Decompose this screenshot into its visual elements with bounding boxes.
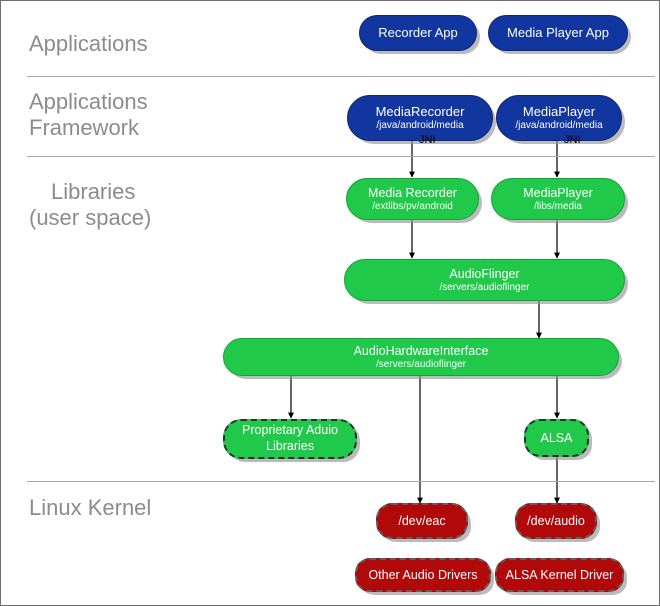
layer-label-applications-framework: Applications Framework [29, 89, 148, 140]
node-subtitle: /libs/media [534, 200, 582, 212]
edge-label-jni-player: JNI [564, 134, 581, 146]
node-subtitle: /extlibs/pv/android [372, 200, 453, 212]
layer-label-applications: Applications [29, 31, 148, 56]
node-title: /dev/eac [398, 514, 446, 528]
divider-applications-framework [27, 156, 655, 157]
node-title: MediaPlayer [522, 103, 596, 119]
layer-label-linux-kernel: Linux Kernel [29, 495, 152, 520]
divider-applications [27, 76, 655, 77]
node-mediaplayer-lib[interactable]: MediaPlayer /libs/media [491, 178, 625, 220]
node-title: /dev/audio [527, 514, 585, 528]
node-title: AudioHardwareInterface [353, 343, 489, 358]
node-title: Proprietary Aduio Libraries [242, 423, 338, 453]
node-alsa[interactable]: ALSA [524, 419, 589, 457]
node-title: Media Recorder [368, 185, 457, 200]
node-title: Other Audio Drivers [368, 568, 478, 582]
node-proprietary-audio-libraries[interactable]: Proprietary Aduio Libraries [223, 419, 357, 459]
node-title: ALSA [540, 431, 573, 445]
node-subtitle: /servers/audioflinger [439, 281, 530, 293]
node-mediarecorder-framework[interactable]: MediaRecorder /java/android/media [347, 95, 493, 141]
node-title: MediaRecorder [375, 103, 465, 119]
node-alsa-kernel-driver[interactable]: ALSA Kernel Driver [495, 558, 624, 592]
node-audioflinger[interactable]: AudioFlinger /servers/audioflinger [344, 259, 625, 301]
node-title: Media Player App [507, 24, 609, 40]
edge-label-jni-recorder: JNI [419, 134, 436, 146]
node-media-player-app[interactable]: Media Player App [488, 15, 628, 51]
node-recorder-app[interactable]: Recorder App [359, 15, 477, 51]
node-title: MediaPlayer [523, 185, 593, 200]
node-title: ALSA Kernel Driver [505, 568, 614, 582]
layer-label-libraries: Libraries (user space) [29, 179, 152, 230]
node-other-audio-drivers[interactable]: Other Audio Drivers [355, 558, 491, 592]
node-subtitle: /servers/audioflinger [375, 358, 467, 370]
node-audiohardwareinterface[interactable]: AudioHardwareInterface /servers/audiofli… [223, 338, 619, 376]
divider-libraries [27, 481, 655, 482]
node-title: Recorder App [378, 24, 458, 40]
node-dev-eac[interactable]: /dev/eac [376, 503, 468, 539]
node-mediaplayer-framework[interactable]: MediaPlayer /java/android/media [496, 95, 622, 141]
node-dev-audio[interactable]: /dev/audio [515, 503, 597, 539]
node-media-recorder-lib[interactable]: Media Recorder /extlibs/pv/android [346, 178, 479, 220]
node-title: AudioFlinger [449, 266, 520, 281]
node-subtitle: /java/android/media [376, 120, 464, 132]
node-subtitle: /java/android/media [515, 120, 603, 132]
